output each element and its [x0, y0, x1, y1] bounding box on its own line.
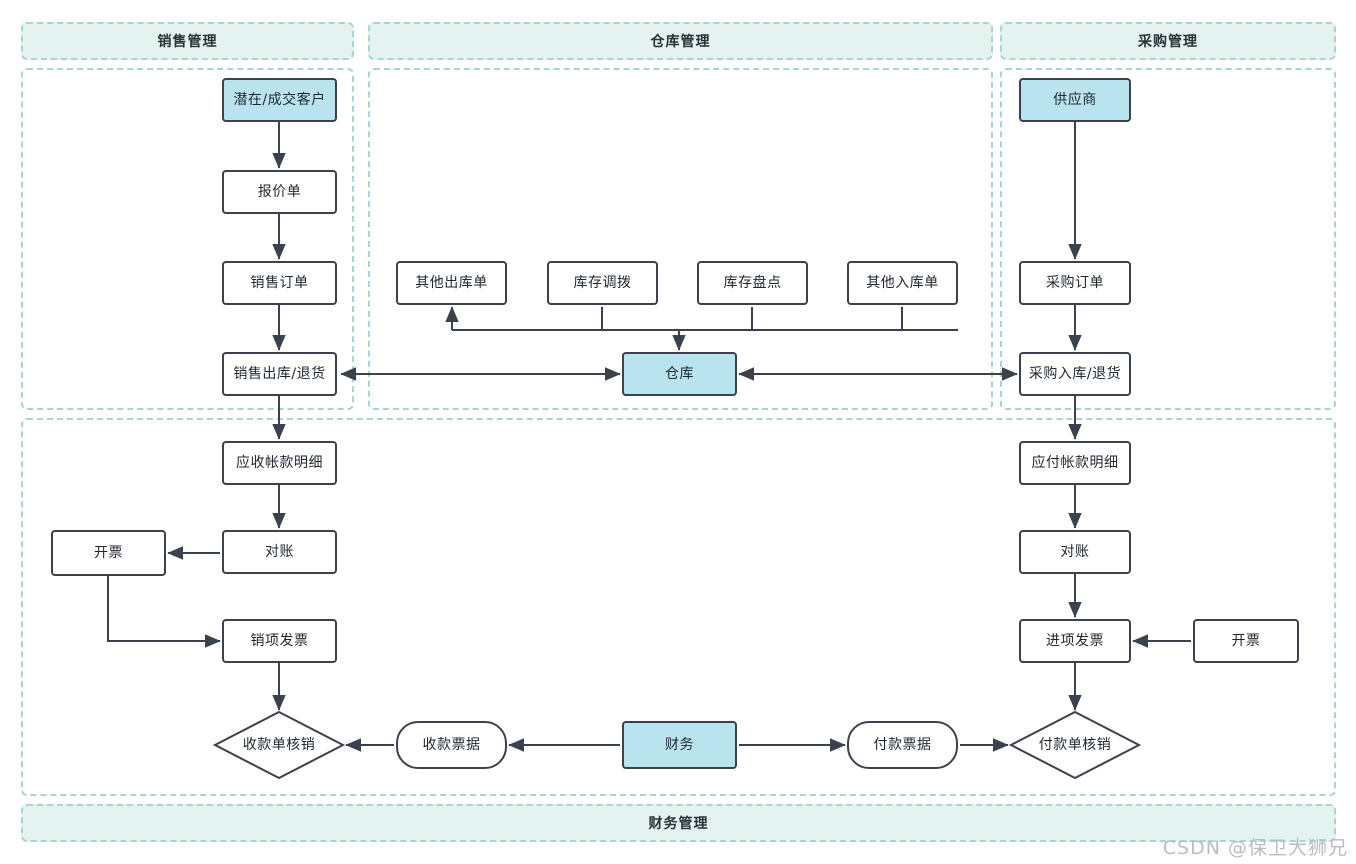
- node-receipt-note[interactable]: 收款票据: [396, 721, 507, 769]
- node-ap-detail-label: 应付帐款明细: [1031, 454, 1119, 471]
- node-stock-count-label: 库存盘点: [723, 274, 782, 291]
- node-ar-recon-label: 对账: [265, 543, 294, 560]
- node-ar-detail[interactable]: 应收帐款明细: [222, 441, 337, 485]
- node-ap-invoice[interactable]: 进项发票: [1019, 619, 1131, 663]
- band-warehouse: 仓库管理: [368, 22, 993, 60]
- diamond-receipt-writeoff: [212, 710, 346, 780]
- node-payment-note[interactable]: 付款票据: [847, 721, 958, 769]
- node-stock-transfer-label: 库存调拨: [573, 274, 632, 291]
- node-customer-label: 潜在/成交客户: [233, 91, 326, 108]
- node-receipt-note-label: 收款票据: [422, 736, 481, 753]
- node-stock-count[interactable]: 库存盘点: [697, 261, 808, 305]
- edge-makeinvoice-salesinvoice: [107, 576, 221, 648]
- node-ap-recon[interactable]: 对账: [1019, 530, 1131, 574]
- band-finance-label: 财务管理: [648, 816, 709, 832]
- band-sales-label: 销售管理: [157, 34, 218, 50]
- node-ar-recon[interactable]: 对账: [222, 530, 337, 574]
- band-purchase: 采购管理: [1000, 22, 1336, 60]
- node-finance[interactable]: 财务: [622, 721, 737, 769]
- node-other-out-label: 其他出库单: [415, 274, 488, 291]
- node-ap-invoice-make[interactable]: 开票: [1193, 619, 1299, 663]
- node-other-in-label: 其他入库单: [866, 274, 939, 291]
- node-purchase-in-label: 采购入库/退货: [1028, 365, 1122, 382]
- node-sales-out[interactable]: 销售出库/退货: [222, 352, 337, 396]
- node-warehouse[interactable]: 仓库: [622, 352, 737, 396]
- watermark: CSDN @保卫大狮兄: [1162, 837, 1348, 859]
- zone-finance: [21, 418, 1336, 796]
- diamond-payment-writeoff: [1008, 710, 1142, 780]
- node-sales-invoice[interactable]: 销项发票: [222, 619, 337, 663]
- node-payment-note-label: 付款票据: [873, 736, 932, 753]
- node-sales-invoice-label: 销项发票: [250, 632, 309, 649]
- node-stock-transfer[interactable]: 库存调拨: [547, 261, 658, 305]
- node-payment-writeoff-label: 付款单核销: [1038, 736, 1112, 753]
- zone-sales: [21, 68, 354, 410]
- node-purchase-order-label: 采购订单: [1046, 274, 1104, 291]
- node-sales-out-label: 销售出库/退货: [233, 365, 326, 382]
- node-receipt-writeoff-label: 收款单核销: [242, 736, 316, 753]
- band-purchase-label: 采购管理: [1138, 34, 1198, 50]
- node-ap-recon-label: 对账: [1060, 543, 1090, 560]
- node-ar-invoice-make-label: 开票: [94, 544, 123, 561]
- node-warehouse-label: 仓库: [665, 365, 694, 382]
- zone-warehouse: [368, 68, 993, 410]
- node-purchase-order[interactable]: 采购订单: [1019, 261, 1131, 305]
- node-supplier-label: 供应商: [1053, 91, 1097, 108]
- node-sales-order-label: 销售订单: [250, 274, 309, 291]
- node-ap-invoice-label: 进项发票: [1046, 632, 1104, 649]
- zone-purchase: [1000, 68, 1336, 410]
- node-ar-invoice-make[interactable]: 开票: [51, 530, 166, 576]
- node-purchase-in[interactable]: 采购入库/退货: [1019, 352, 1131, 396]
- node-payment-writeoff[interactable]: 付款单核销: [1011, 712, 1139, 778]
- node-quotation[interactable]: 报价单: [222, 170, 337, 214]
- node-receipt-writeoff[interactable]: 收款单核销: [215, 712, 343, 778]
- node-other-in[interactable]: 其他入库单: [847, 261, 958, 305]
- node-ap-detail[interactable]: 应付帐款明细: [1019, 441, 1131, 485]
- band-finance: 财务管理: [21, 804, 1336, 842]
- node-quotation-label: 报价单: [257, 183, 302, 200]
- node-ap-invoice-make-label: 开票: [1231, 632, 1261, 649]
- node-customer[interactable]: 潜在/成交客户: [222, 78, 337, 122]
- node-other-out[interactable]: 其他出库单: [396, 261, 507, 305]
- node-finance-label: 财务: [665, 736, 694, 753]
- node-sales-order[interactable]: 销售订单: [222, 261, 337, 305]
- node-ar-detail-label: 应收帐款明细: [236, 454, 323, 471]
- band-sales: 销售管理: [21, 22, 354, 60]
- band-warehouse-label: 仓库管理: [650, 34, 711, 50]
- node-supplier[interactable]: 供应商: [1019, 78, 1131, 122]
